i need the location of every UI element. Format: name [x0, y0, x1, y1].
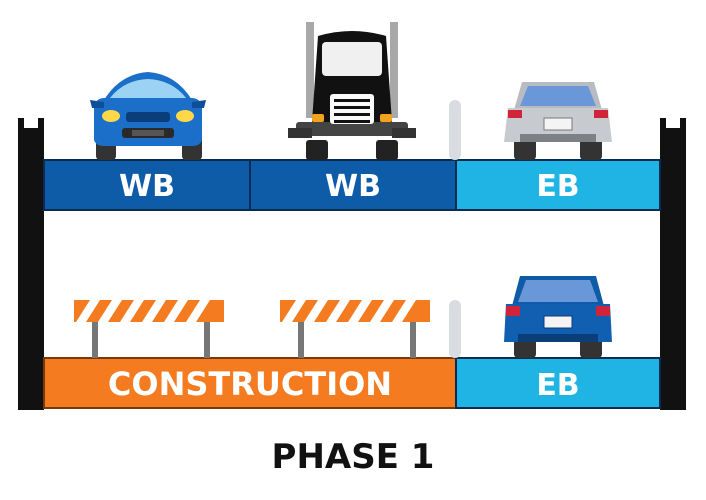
lane-label: WB	[119, 169, 175, 204]
lane-label: EB	[536, 368, 579, 403]
lane-label: EB	[536, 169, 579, 204]
left-wall	[18, 118, 44, 410]
silver-suv-rear-icon	[504, 82, 612, 160]
blue-suv-rear-icon	[504, 276, 612, 358]
barricade-icon	[280, 300, 430, 358]
blue-car-front-icon	[90, 72, 206, 160]
upper-deck: WB WB EB	[43, 159, 661, 211]
lane-label: WB	[325, 169, 381, 204]
lane-wb-2	[249, 159, 457, 211]
lane-label: CONSTRUCTION	[108, 365, 392, 403]
barricade-icon	[74, 300, 224, 358]
divider-post-icon	[449, 100, 461, 160]
phase-caption: PHASE 1	[272, 437, 435, 477]
divider-post-icon	[449, 300, 461, 358]
lower-deck: CONSTRUCTION EB	[43, 357, 661, 409]
lane-wb-1	[43, 159, 251, 211]
lane-eb-lower	[455, 357, 661, 409]
right-wall	[660, 118, 686, 410]
semi-truck-front-icon	[288, 22, 416, 160]
lane-eb-upper	[455, 159, 661, 211]
